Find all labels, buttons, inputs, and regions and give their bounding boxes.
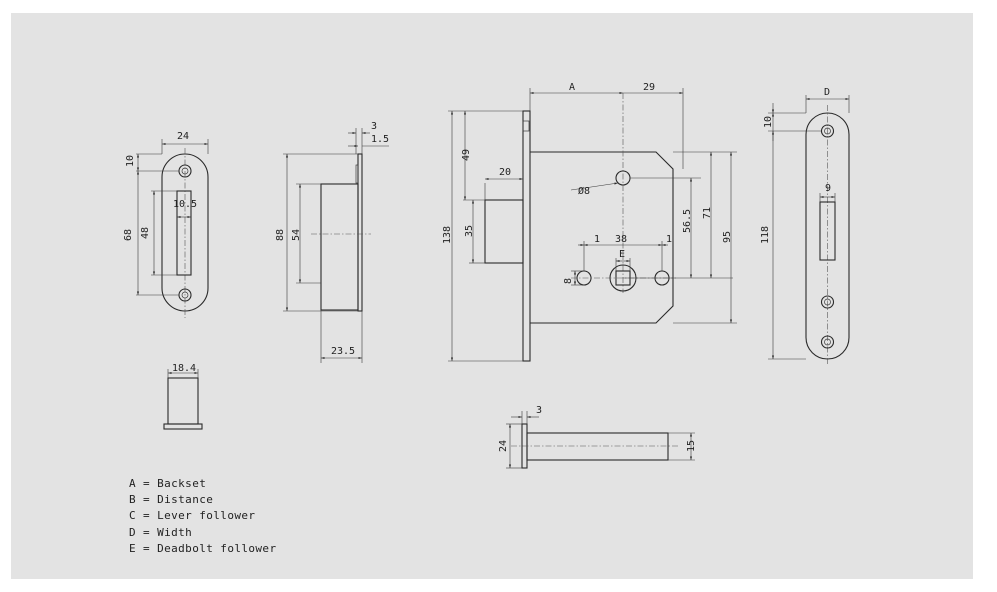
dim-case-follower: E: [619, 249, 625, 260]
dim-case-right-gap: 1: [666, 234, 672, 245]
drawing-sheet: 24 10 68 48 10.5 3 1.5 88 54: [11, 13, 973, 579]
lock-case-view: A 29 138 49 35 20 Ø8 56.5 71 95: [442, 82, 737, 362]
strike-plate-view: D 10 118 9: [760, 87, 850, 365]
dim-bolt-plate-height: 24: [498, 440, 509, 452]
dim-case-cutout-height: 35: [464, 225, 475, 237]
dim-strike-hole-offset: 10: [763, 116, 774, 128]
dim-case-hole-dia: Ø8: [578, 185, 590, 197]
dim-case-cutout-width: 20: [499, 167, 511, 178]
dim-side-depth: 23.5: [331, 346, 355, 357]
dim-case-hole-to-bottom: 71: [702, 207, 713, 219]
legend-item: C = Lever follower: [129, 509, 256, 523]
dim-follower-width: 18.4: [172, 363, 196, 374]
dim-side-plate: 1.5: [371, 134, 389, 145]
dim-case-hole-size: 8: [563, 278, 574, 284]
faceplate-view: 24 10 68 48 10.5: [123, 131, 209, 318]
dim-faceplate-hole-spacing: 68: [123, 229, 134, 241]
dim-strike-width: D: [824, 87, 830, 98]
dim-bolt-plate: 3: [536, 405, 542, 416]
dim-case-height: 95: [722, 231, 733, 243]
legend-item: B = Distance: [129, 493, 214, 507]
dim-case-hole-to-axis: 56.5: [682, 209, 693, 233]
dim-side-thickness: 3: [371, 121, 377, 132]
dim-case-top: 49: [461, 149, 472, 161]
follower-view: 18.4: [163, 363, 203, 430]
bolt-view: 3 24 15: [498, 405, 697, 469]
legend-item: A = Backset: [129, 477, 207, 490]
dim-faceplate-slot-length: 48: [140, 227, 151, 239]
dim-faceplate-hole-offset: 10: [125, 155, 136, 167]
dim-case-front: 29: [643, 82, 655, 93]
dim-strike-slot-width: 9: [825, 183, 831, 194]
technical-drawing: 24 10 68 48 10.5 3 1.5 88 54: [123, 82, 850, 469]
dim-case-backset: A: [569, 82, 575, 93]
dim-faceplate-width: 24: [177, 131, 189, 142]
dim-case-left-gap: 1: [594, 234, 600, 245]
dim-case-total: 138: [442, 226, 453, 244]
dim-side-body: 54: [291, 229, 302, 241]
legend-item: D = Width: [129, 525, 193, 539]
dim-bolt-height: 15: [686, 440, 697, 452]
dim-case-spacing: 38: [615, 234, 627, 245]
legend-item: E = Deadbolt follower: [129, 541, 277, 555]
dim-side-height: 88: [275, 229, 286, 241]
dim-faceplate-slot-width: 10.5: [173, 199, 197, 210]
side-view: 3 1.5 88 54 23.5: [275, 121, 389, 363]
legend: A = Backset B = Distance C = Lever follo…: [129, 476, 276, 557]
dim-strike-length: 118: [760, 226, 771, 244]
